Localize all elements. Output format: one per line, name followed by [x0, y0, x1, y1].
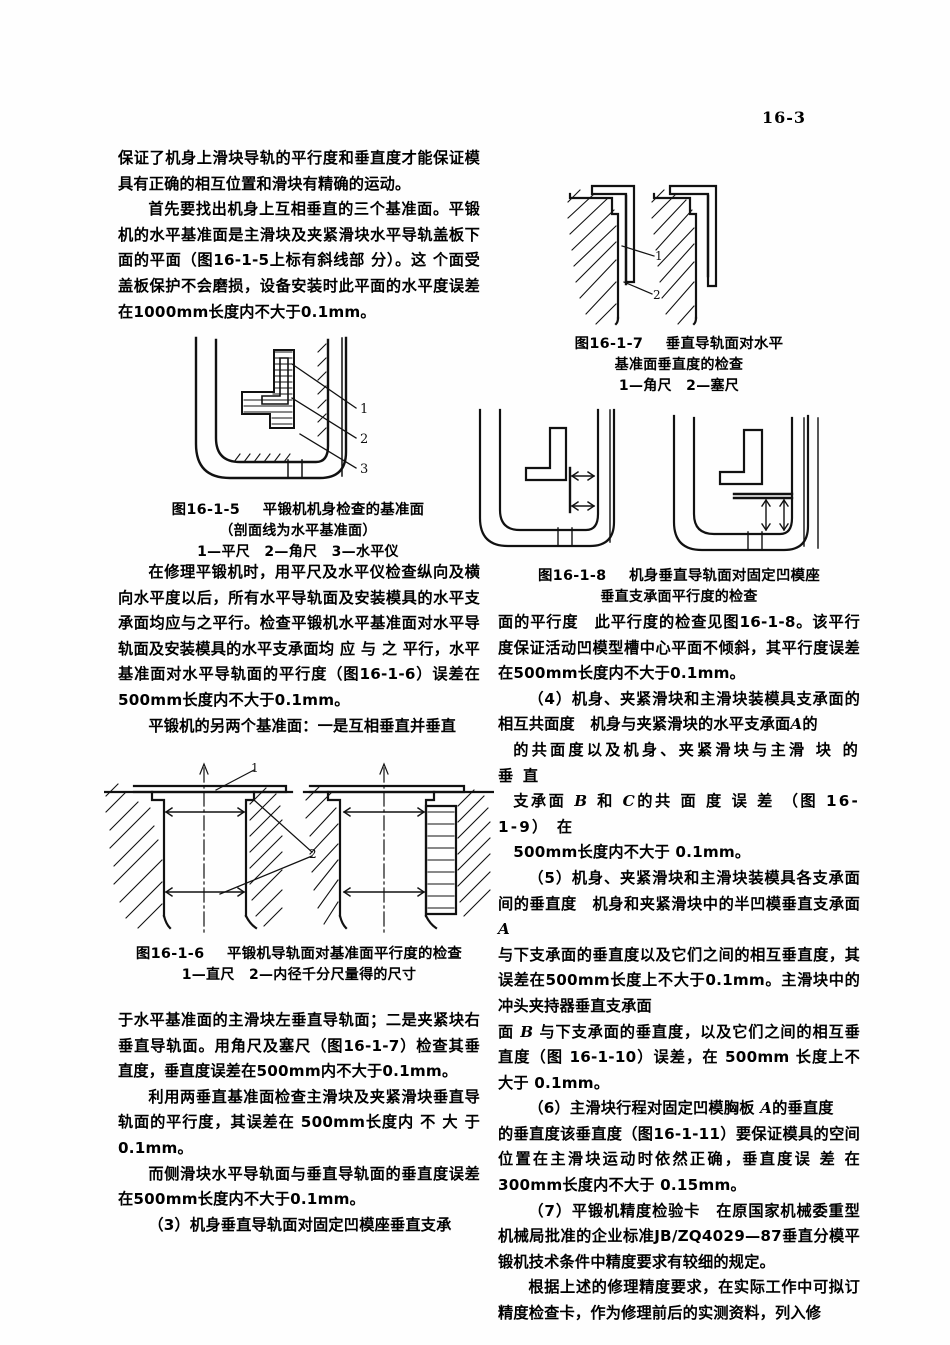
figure-16-1-7-caption: 图16-1-7 垂直导轨面对水平 基准面垂直度的检查 1—角尺 2—塞尺 [498, 334, 860, 397]
figure-title: 平锻机机身检查的基准面 [262, 502, 425, 518]
figure-title: 平锻机导轨面对基准面平行度的检查 [227, 946, 463, 962]
paragraph: 平锻机的另两个基准面：一是互相垂直并垂直 [148, 716, 457, 735]
figure-callout-2: 2 [309, 847, 317, 861]
page-number: 16-3 [762, 108, 807, 127]
figure-16-1-5-drawing: 1 2 3 [194, 336, 368, 480]
paragraph: 支承面 B 和 C的共 面 度 误 差 （图 16-1-9） 在 [498, 792, 860, 836]
paragraph: 与下支承面的垂直度以及它们之间的相互垂直度，其误差在500mm长度上不大于0.1… [498, 943, 860, 1020]
figure-callout-3: 3 [360, 462, 368, 477]
paragraph: 面的平行度 此平行度的检查见图16-1-8。该平行度保证活动凹模型槽中心平面不倾… [498, 613, 860, 683]
figure-16-1-5: 1 2 3 [170, 326, 400, 498]
figure-number: 图16-1-7 [574, 336, 644, 352]
marker-A: A [790, 715, 803, 734]
figure-16-1-8-caption: 图16-1-8 机身垂直导轨面对固定凹模座 垂直支承面平行度的检查 [498, 566, 860, 608]
figure-16-1-6-caption: 图16-1-6 平锻机导轨面对基准面平行度的检查 1—直尺 2—内径千分尺量得的… [118, 944, 480, 986]
figure-16-1-6: 1 2 [104, 756, 494, 942]
paragraph: 的共面度以及机身、夹紧滑块与主滑 块 的 垂 直 [498, 740, 860, 785]
figure-legend: 1—平尺 2—角尺 3—水平仪 [197, 544, 399, 560]
figure-callout-2: 2 [360, 432, 368, 447]
marker-A: A [760, 1099, 773, 1118]
paragraph: 根据上述的修理精度要求，在实际工作中可拟订精度检查卡，作为修理前后的实测资料，列… [498, 1278, 860, 1323]
figure-callout-1: 1 [655, 249, 663, 263]
figure-16-1-5-caption: 图16-1-5 平锻机机身检查的基准面 （剖面线为水平基准面） 1—平尺 2—角… [128, 500, 468, 563]
figure-16-1-8 [462, 406, 858, 564]
figure-number: 图16-1-6 [135, 946, 205, 962]
paragraph: （3）机身垂直导轨面对固定凹模座垂直支承 [148, 1215, 452, 1234]
paragraph: 的垂直度该垂直度（图16-1-11）要保证模具的空间位置在主滑块运动时依然正确，… [498, 1124, 860, 1195]
figure-title-line2: 垂直支承面平行度的检查 [600, 589, 758, 605]
figure-16-1-8-drawing [478, 408, 819, 552]
marker-B: B [574, 792, 590, 811]
figure-title-line2: 基准面垂直度的检查 [614, 357, 744, 373]
figure-16-1-6-drawing: 1 2 [104, 761, 494, 935]
paragraph-text: 的共 面 度 误 差 （图 16-1-9） 在 [498, 792, 860, 836]
paragraph: 在修理平锻机时，用平尺及水平仪检查纵向及横向水平度以后，所有水平导轨面及安装模具… [118, 563, 480, 709]
paragraph: 面 B 与下支承面的垂直度，以及它们之间的相互垂直度（图 16-1-10）误差，… [498, 1022, 861, 1092]
figure-callout-1: 1 [251, 761, 259, 775]
figure-16-1-7-drawing: 1 2 [567, 184, 718, 326]
right-column-text-block: 面的平行度 此平行度的检查见图16-1-8。该平行度保证活动凹模型槽中心平面不倾… [498, 610, 860, 1327]
paragraph: 利用两垂直基准面检查主滑块及夹紧滑块垂直导轨面的平行度，其误差在 500mm长度… [118, 1087, 480, 1157]
paragraph: （4）机身、夹紧滑块和主滑块装模具支承面的相互共面度 机身与夹紧滑块的水平支承面… [498, 689, 860, 734]
paragraph: （5）机身、夹紧滑块和主滑块装模具各支承面间的垂直度 机身和夹紧滑块中的半凹模垂… [498, 866, 860, 943]
paragraph: 首先要找出机身上互相垂直的三个基准面。平锻机的水平基准面是主滑块及夹紧滑块水平导… [118, 200, 480, 321]
paragraph: 而侧滑块水平导轨面与垂直导轨面的垂直度误差在500mm长度内不大于0.1mm。 [118, 1164, 480, 1209]
figure-16-1-7: 1 2 [560, 158, 770, 326]
marker-C: C [622, 792, 637, 811]
left-column-text-block-3: 于水平基准面的主滑块左垂直导轨面；二是夹紧块右垂直导轨面。用角尺及塞尺（图16-… [118, 1008, 480, 1238]
left-column-text-block-2: 在修理平锻机时，用平尺及水平仪检查纵向及横向水平度以后，所有水平导轨面及安装模具… [118, 560, 480, 739]
paragraph-text: 与下支承面的垂直度以及它们之间的相互垂直度，其误差在500mm长度上不大于0.1… [498, 945, 860, 1015]
figure-callout-1: 1 [360, 402, 368, 417]
figure-legend: 1—角尺 2—塞尺 [618, 378, 740, 394]
paragraph: 保证了机身上滑块导轨的平行度和垂直度才能保证模具有正确的相互位置和滑块有精确的运… [118, 149, 480, 193]
paragraph-text: 和 [597, 792, 615, 811]
paragraph-text: 与下支承面的垂直度，以及它们之间的相互垂直度（图 16-1-10）误差，在 50… [498, 1022, 861, 1092]
paragraph: 500mm长度内不大于 0.1mm。 [513, 843, 751, 862]
figure-legend: 1—直尺 2—内径千分尺量得的尺寸 [181, 967, 417, 983]
left-column-text-block-1: 保证了机身上滑块导轨的平行度和垂直度才能保证模具有正确的相互位置和滑块有精确的运… [118, 146, 480, 325]
figure-title: 机身垂直导轨面对固定凹模座 [629, 568, 821, 584]
figure-number: 图16-1-5 [171, 502, 241, 518]
paragraph: （6）主滑块行程对固定凹模胸板 A的垂直度 [528, 1099, 834, 1118]
figure-callout-2: 2 [653, 288, 661, 302]
paragraph: （7）平锻机精度检验卡 在原国家机械委重型机械局批准的企业标准JB/ZQ4029… [498, 1201, 860, 1271]
paragraph-text: （5）机身、夹紧滑块和主滑块装模具各支承面间的垂直度 机身和夹紧滑块中的半凹模垂… [498, 868, 860, 913]
figure-number: 图16-1-8 [537, 568, 607, 584]
marker-A: A [498, 920, 510, 939]
marker-B: B [520, 1022, 534, 1041]
figure-title: 垂直导轨面对水平 [665, 336, 784, 352]
paragraph: 于水平基准面的主滑块左垂直导轨面；二是夹紧块右垂直导轨面。用角尺及塞尺（图16-… [118, 1011, 480, 1081]
paragraph-text: （4）机身、夹紧滑块和主滑块装模具支承面的相互共面度 机身与夹紧滑块的水平支承面 [498, 689, 860, 734]
paragraph-text: （6）主滑块行程对固定凹模胸板 [528, 1099, 755, 1118]
figure-subtitle: （剖面线为水平基准面） [219, 523, 377, 539]
